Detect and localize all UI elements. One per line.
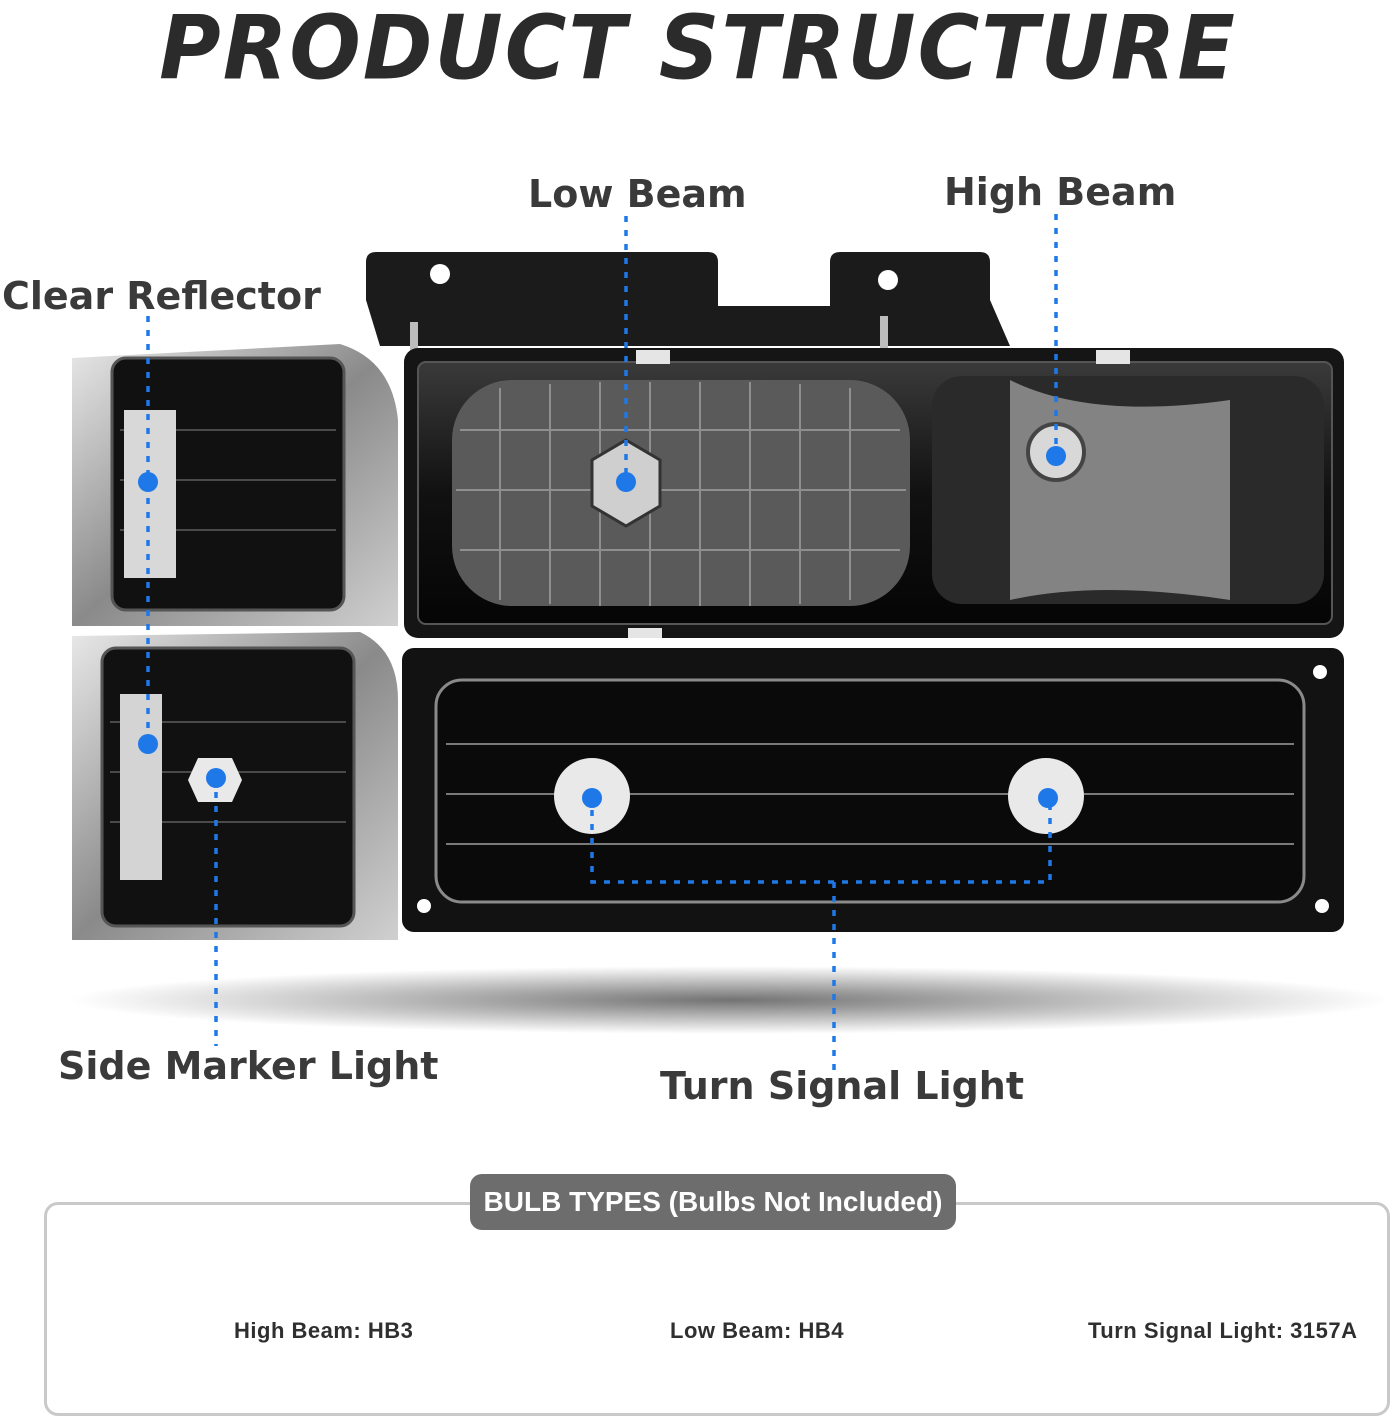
callout-dot-low-beam <box>616 472 636 492</box>
clear-reflector-strip <box>124 410 176 578</box>
headlight-housing-bracket <box>366 252 1010 346</box>
bulb-item-low-beam: Low Beam: HB4 <box>670 1318 844 1343</box>
headlight-body <box>404 348 1344 638</box>
high-beam-bulb-socket <box>1026 422 1086 482</box>
label-low-beam: Low Beam <box>528 172 747 216</box>
callout-dot-reflector-lower <box>138 734 158 754</box>
adjuster-post <box>880 316 888 354</box>
corner-lamp-upper-lens <box>110 356 346 612</box>
lens-clip <box>636 350 670 364</box>
corner-lamp-lower-lens <box>100 646 356 928</box>
bulb-types-panel <box>44 1202 1390 1416</box>
floor-shadow <box>70 966 1390 1034</box>
callout-dot-high-beam <box>1046 446 1066 466</box>
callout-dot-clear-reflector <box>138 472 158 492</box>
bulb-types-header: BULB TYPES (Bulbs Not Included) <box>470 1174 956 1230</box>
mount-hole <box>1313 665 1327 679</box>
label-side-marker-light: Side Marker Light <box>58 1044 439 1088</box>
high-beam-reflector <box>932 376 1324 604</box>
headlight-lens <box>417 361 1333 625</box>
page-title: PRODUCT STRUCTURE <box>159 0 1237 100</box>
turn-signal-lens <box>434 678 1306 904</box>
callout-dot-turn-left <box>582 788 602 808</box>
label-turn-signal-light: Turn Signal Light <box>660 1064 1025 1108</box>
corner-lamp-lower-housing <box>72 632 398 940</box>
corner-lamp-upper-housing <box>72 344 398 626</box>
mount-hole <box>878 270 898 290</box>
label-clear-reflector: Clear Reflector <box>2 274 321 318</box>
side-marker-reflector-strip <box>120 694 162 880</box>
callout-lines <box>146 214 1058 1070</box>
side-marker-socket <box>188 758 242 802</box>
bulb-item-high-beam: High Beam: HB3 <box>234 1318 414 1343</box>
mount-hole <box>430 264 450 284</box>
lens-clip <box>1096 350 1130 364</box>
mount-hole <box>1315 899 1329 913</box>
turn-signal-socket-right <box>1008 758 1084 834</box>
callout-dot-turn-right <box>1038 788 1058 808</box>
bulb-item-turn-signal: Turn Signal Light: 3157A <box>1088 1318 1358 1343</box>
lens-clip <box>628 628 662 638</box>
low-beam-reflector <box>452 380 910 606</box>
turn-signal-socket-left <box>554 758 630 834</box>
low-beam-bulb-shield <box>590 438 662 528</box>
label-high-beam: High Beam <box>944 170 1177 214</box>
turn-signal-body <box>402 648 1344 932</box>
adjuster-post <box>410 322 418 356</box>
mount-hole <box>417 899 431 913</box>
callout-dot-side-marker <box>206 768 226 788</box>
